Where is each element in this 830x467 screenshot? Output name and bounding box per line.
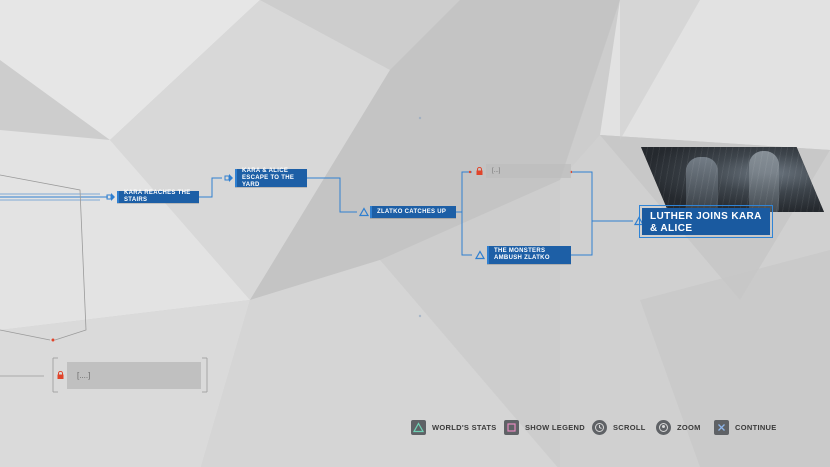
arrow-marker-icon: [106, 193, 115, 201]
node-label: KARA & ALICE ESCAPE TO THE YARD: [242, 167, 295, 188]
legend-label: SCROLL: [613, 423, 646, 432]
right-stick-icon: [656, 420, 671, 435]
node-zlatko-catches-up[interactable]: ZLATKO CATCHES UP: [370, 206, 456, 218]
legend-zoom[interactable]: ZOOM: [656, 419, 701, 436]
square-button-icon: [504, 420, 519, 435]
legend-show-legend[interactable]: SHOW LEGEND: [504, 419, 585, 436]
locked-label: [....]: [77, 371, 91, 380]
rain-overlay: [641, 147, 824, 212]
legend-worlds-stats[interactable]: WORLD'S STATS: [411, 419, 497, 436]
node-label: LUTHER JOINS KARA & ALICE: [650, 211, 762, 234]
arrow-marker-icon: [224, 174, 233, 182]
node-label: THE MONSTERS AMBUSH ZLATKO: [494, 248, 550, 261]
legend-continue[interactable]: CONTINUE: [714, 419, 777, 436]
node-label: ZLATKO CATCHES UP: [377, 208, 447, 215]
node-escape-to-yard[interactable]: KARA & ALICE ESCAPE TO THE YARD: [235, 167, 307, 188]
lock-icon: [57, 371, 64, 379]
legend-label: ZOOM: [677, 423, 701, 432]
triangle-marker-icon: [359, 207, 369, 217]
node-locked-branch[interactable]: [...]: [486, 164, 571, 178]
node-label: KARA REACHES THE STAIRS: [124, 190, 191, 203]
triangle-button-icon: [411, 420, 426, 435]
node-kara-reaches-stairs[interactable]: KARA REACHES THE STAIRS: [117, 190, 199, 203]
legend-scroll[interactable]: SCROLL: [592, 419, 646, 436]
node-locked-chapter[interactable]: [....]: [67, 362, 201, 389]
scene-thumbnail: [641, 147, 824, 212]
left-stick-icon: [592, 420, 607, 435]
node-monsters-ambush[interactable]: THE MONSTERS AMBUSH ZLATKO: [487, 246, 571, 264]
node-luther-joins[interactable]: LUTHER JOINS KARA & ALICE: [639, 205, 773, 238]
legend-label: WORLD'S STATS: [432, 423, 497, 432]
character-silhouette: [686, 157, 718, 212]
triangle-marker-icon: [634, 216, 644, 226]
cross-button-icon: [714, 420, 729, 435]
locked-label: [...]: [492, 168, 501, 174]
lock-icon: [476, 167, 483, 175]
legend-label: SHOW LEGEND: [525, 423, 585, 432]
legend-label: CONTINUE: [735, 423, 777, 432]
character-silhouette: [749, 151, 779, 212]
triangle-marker-icon: [475, 250, 485, 260]
